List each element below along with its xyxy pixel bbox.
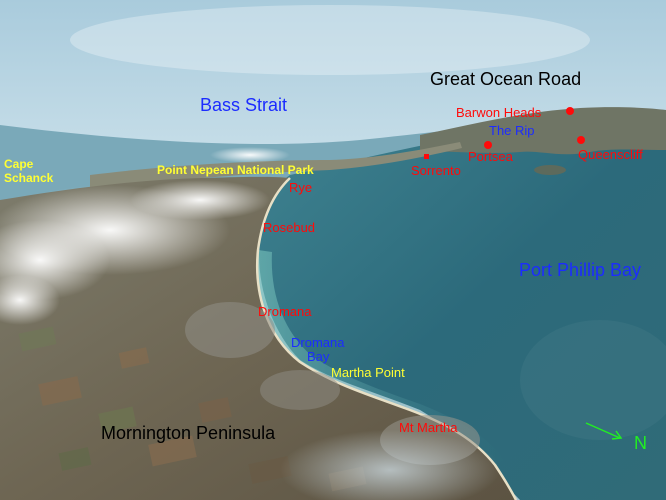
mornington-peninsula-label: Mornington Peninsula bbox=[101, 423, 276, 443]
mt-martha-label: Mt Martha bbox=[399, 420, 458, 435]
place-marker-icon bbox=[424, 154, 429, 159]
great-ocean-road-label: Great Ocean Road bbox=[430, 69, 582, 89]
rye-label: Rye bbox=[289, 180, 313, 195]
portsea-label: Portsea bbox=[468, 149, 513, 164]
martha-point-label: Martha Point bbox=[331, 365, 405, 380]
bass-strait-label: Bass Strait bbox=[200, 95, 288, 115]
north-label: N bbox=[634, 433, 647, 453]
place-marker-icon bbox=[577, 136, 585, 144]
north-arrow-icon bbox=[585, 422, 623, 440]
cape-schanck-label-2: Schanck bbox=[4, 171, 54, 185]
place-marker-icon bbox=[566, 107, 574, 115]
rosebud-label: Rosebud bbox=[263, 220, 316, 235]
cape-schanck-label: Cape bbox=[4, 157, 34, 171]
place-marker-icon bbox=[484, 141, 492, 149]
the-rip-label: The Rip bbox=[489, 123, 535, 138]
barwon-heads-label: Barwon Heads bbox=[456, 105, 542, 120]
dromana-bay-label-2: Bay bbox=[307, 349, 330, 364]
dromana-bay-label: Dromana bbox=[291, 335, 345, 350]
sorrento-label: Sorrento bbox=[411, 163, 461, 178]
point-nepean-label: Point Nepean National Park bbox=[157, 163, 314, 177]
queenscliff-label: Queenscliff bbox=[578, 147, 643, 162]
port-phillip-bay-label: Port Phillip Bay bbox=[519, 260, 642, 280]
dromana-label: Dromana bbox=[258, 304, 312, 319]
